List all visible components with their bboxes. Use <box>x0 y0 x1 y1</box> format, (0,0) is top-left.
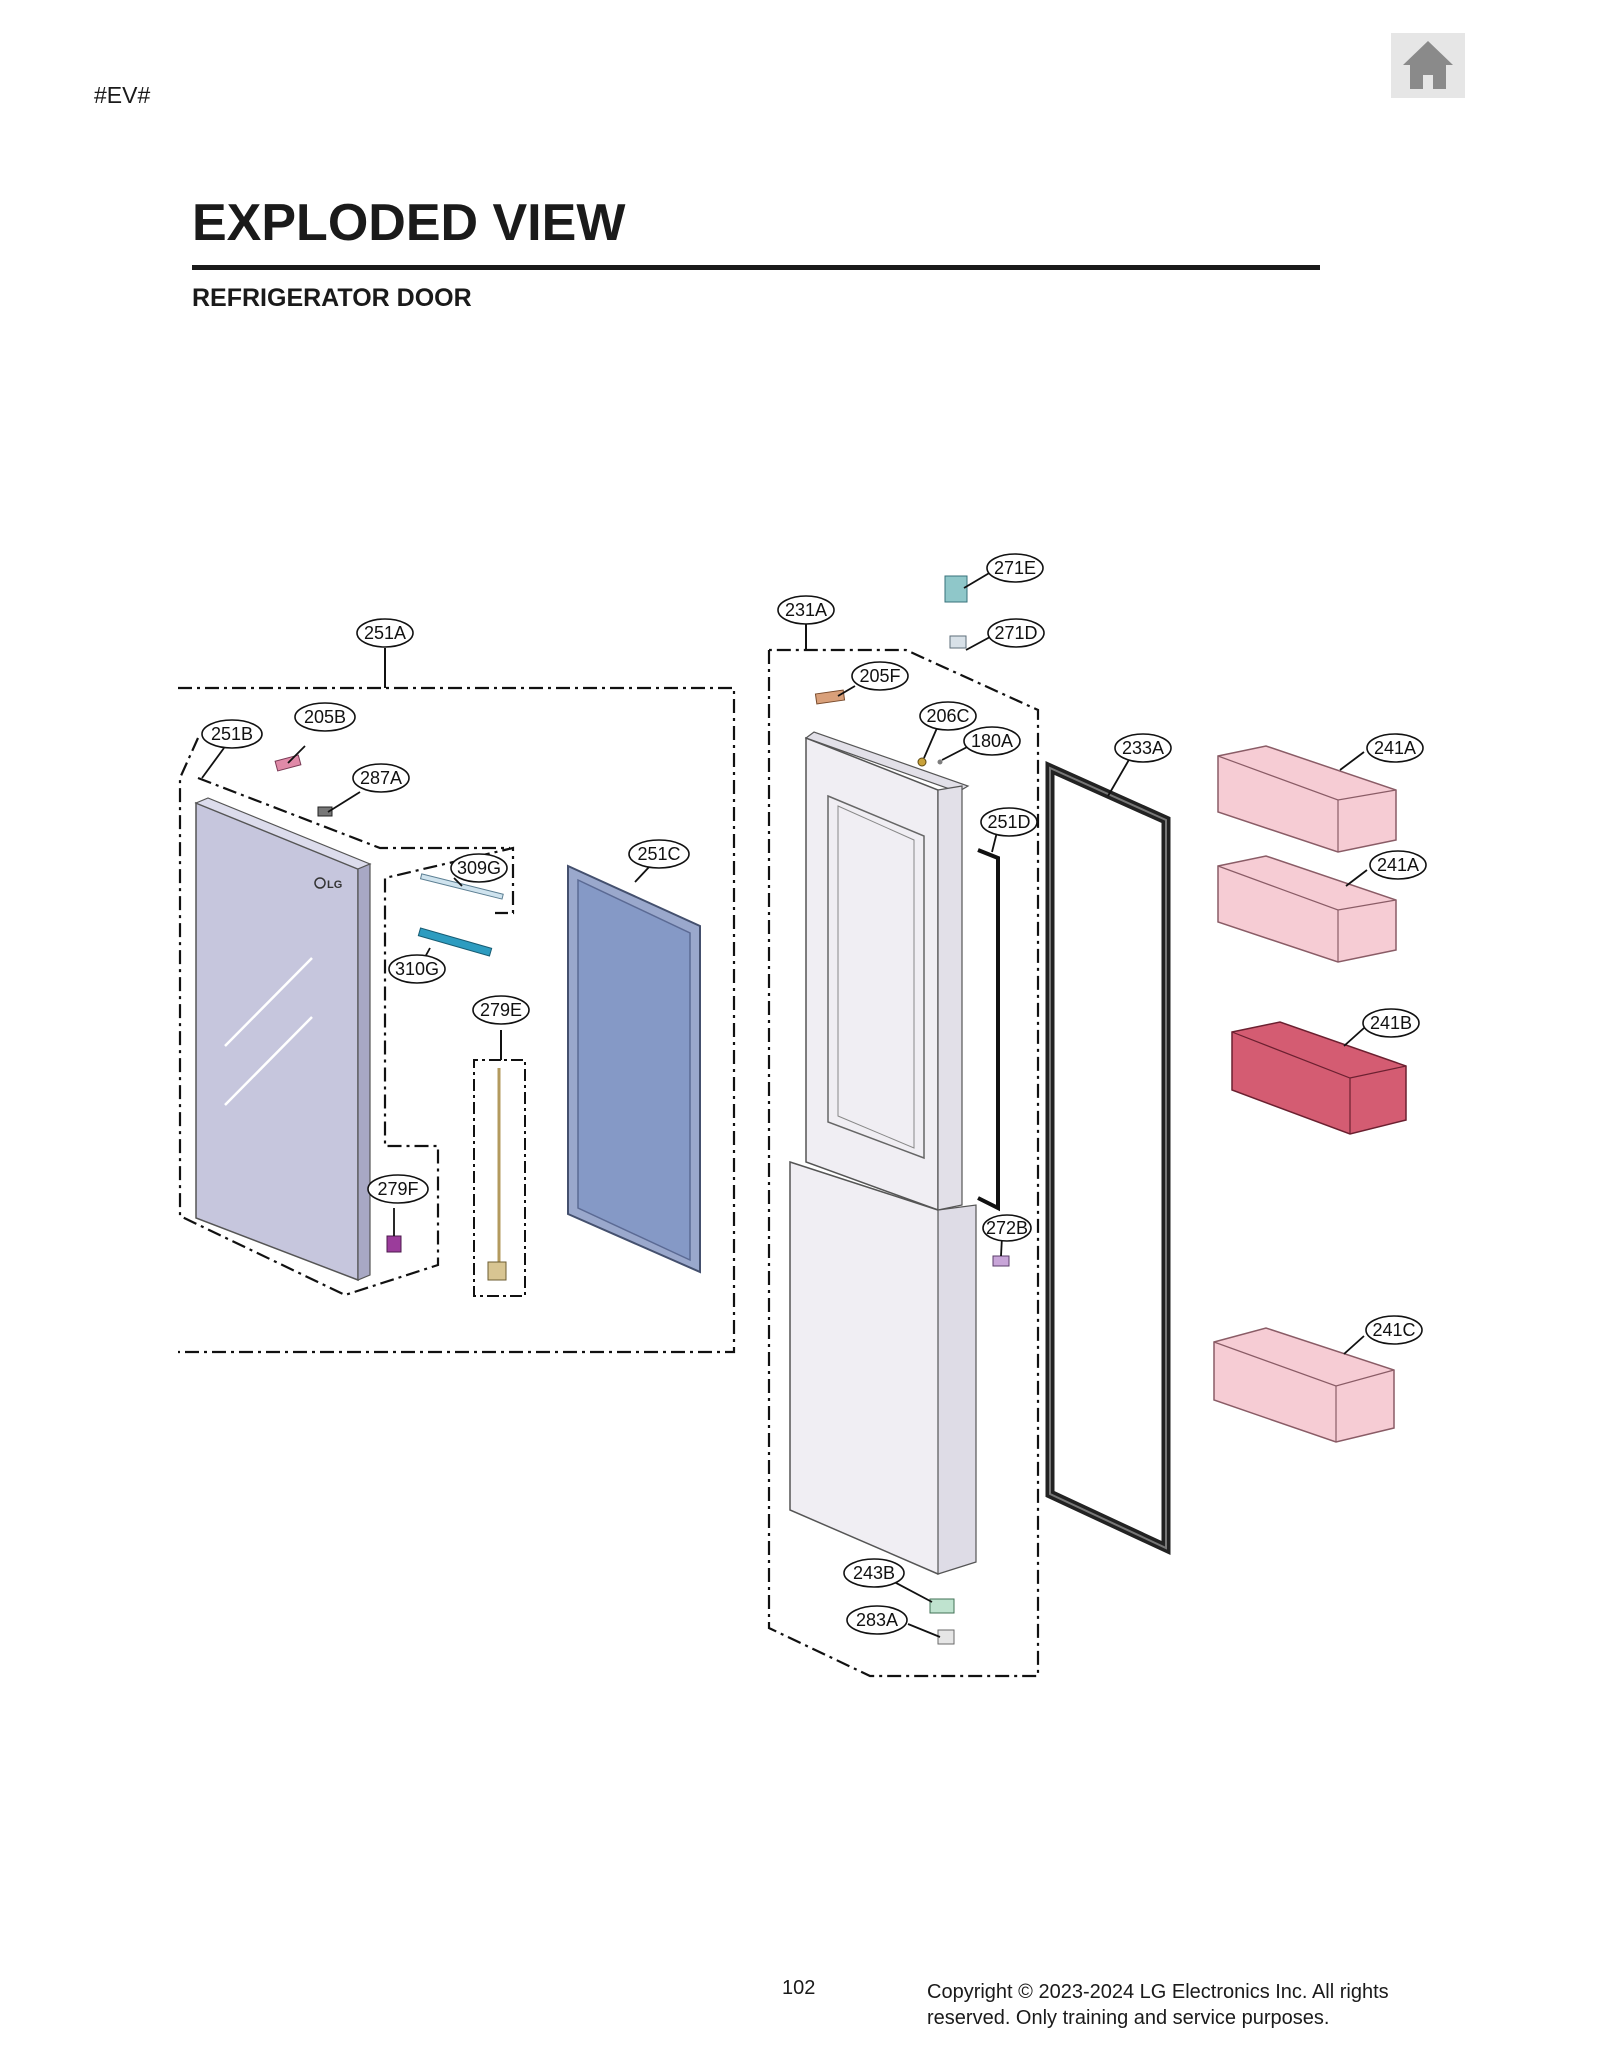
door-basket-241A-bottom <box>1217 855 1397 963</box>
callout-label-279F: 279F <box>377 1179 418 1199</box>
callout-label-272B: 272B <box>986 1218 1028 1238</box>
part-205F <box>814 689 846 705</box>
copyright-line-2: reserved. Only training and service purp… <box>927 2007 1330 2029</box>
door-basket-241B <box>1231 1021 1407 1135</box>
callout-label-271E: 271E <box>994 558 1036 578</box>
callout-label-279E: 279E <box>480 1000 522 1020</box>
callout-label-251C: 251C <box>637 844 680 864</box>
callout-label-310G: 310G <box>395 959 439 979</box>
callout-251D: 251D <box>980 807 1038 837</box>
part-206C <box>917 757 927 767</box>
callout-label-251D: 251D <box>987 812 1030 832</box>
gasket-panel-251C <box>567 864 701 1274</box>
inner-door-group-bracket <box>767 648 1040 1678</box>
callout-241A-bottom: 241A <box>1369 850 1427 880</box>
callout-283A: 283A <box>846 1605 908 1635</box>
callout-251A: 251A <box>356 618 414 648</box>
callout-label-251B: 251B <box>211 724 253 744</box>
callout-label-271D: 271D <box>994 623 1037 643</box>
page-title: EXPLODED VIEW <box>192 194 626 252</box>
copyright-line-1: Copyright © 2023-2024 LG Electronics Inc… <box>927 1981 1389 2003</box>
callout-279F: 279F <box>367 1174 429 1204</box>
part-272B <box>992 1255 1010 1267</box>
left-door-group-bracket <box>178 686 736 1354</box>
callout-271E: 271E <box>986 553 1044 583</box>
callout-241B: 241B <box>1362 1008 1420 1038</box>
callout-287A: 287A <box>352 763 410 793</box>
document-tag: #EV# <box>94 82 151 108</box>
callout-251C: 251C <box>628 839 690 869</box>
callout-label-231A: 231A <box>785 600 827 620</box>
callout-label-283A: 283A <box>856 1610 898 1630</box>
callout-243B: 243B <box>843 1558 905 1588</box>
home-button[interactable] <box>1391 33 1465 98</box>
leader-lines <box>201 571 1368 1638</box>
callout-label-205B: 205B <box>304 707 346 727</box>
page-subtitle: REFRIGERATOR DOOR <box>192 284 472 312</box>
part-279F <box>386 1235 402 1253</box>
callout-label-205F: 205F <box>859 666 900 686</box>
callout-271D: 271D <box>987 618 1045 648</box>
lg-logo-icon <box>314 877 326 889</box>
callout-206C: 206C <box>919 701 977 731</box>
home-icon <box>1403 41 1453 89</box>
part-251D <box>977 848 1000 1212</box>
part-283A <box>937 1629 955 1645</box>
callout-label-180A: 180A <box>971 731 1013 751</box>
part-309G <box>419 873 504 900</box>
part-271D <box>949 635 967 649</box>
door-basket-241C <box>1213 1327 1395 1443</box>
outer-door-panel: LG <box>194 797 372 1282</box>
callout-label-251A: 251A <box>364 623 406 643</box>
callout-310G: 310G <box>388 954 446 984</box>
hinge-rod-bracket <box>473 1059 526 1297</box>
title-rule <box>192 265 1320 270</box>
copyright-notice: Copyright © 2023-2024 LG Electronics Inc… <box>927 1979 1447 2031</box>
door-basket-241A-top <box>1217 745 1397 853</box>
callout-205B: 205B <box>294 702 356 732</box>
callout-241A-top: 241A <box>1366 733 1424 763</box>
door-gasket-233A <box>1045 761 1171 1556</box>
callout-label-241A-bottom: 241A <box>1377 855 1419 875</box>
part-271E <box>944 575 968 603</box>
callout-label-243B: 243B <box>853 1563 895 1583</box>
callout-180A: 180A <box>963 726 1021 756</box>
page-number: 102 <box>782 1977 816 1999</box>
callout-272B: 272B <box>982 1214 1032 1242</box>
callout-label-241A-top: 241A <box>1374 738 1416 758</box>
outer-door-outline <box>178 737 515 1297</box>
callout-label-241B: 241B <box>1370 1013 1412 1033</box>
callout-205F: 205F <box>851 661 909 691</box>
callout-241C: 241C <box>1365 1315 1423 1345</box>
part-243B <box>929 1598 955 1614</box>
callout-279E: 279E <box>472 995 530 1025</box>
callout-label-241C: 241C <box>1372 1320 1415 1340</box>
part-180A <box>937 759 943 765</box>
svg-text:LG: LG <box>327 879 342 891</box>
callout-251B: 251B <box>201 719 263 749</box>
part-310G <box>417 927 493 957</box>
callout-label-287A: 287A <box>360 768 402 788</box>
part-287A <box>317 806 333 817</box>
callout-309G: 309G <box>450 853 508 883</box>
callout-233A: 233A <box>1114 733 1172 763</box>
inner-door-liner <box>789 731 977 1575</box>
callout-label-233A: 233A <box>1122 738 1164 758</box>
callout-231A: 231A <box>777 595 835 625</box>
callout-label-206C: 206C <box>926 706 969 726</box>
callout-label-309G: 309G <box>457 858 501 878</box>
